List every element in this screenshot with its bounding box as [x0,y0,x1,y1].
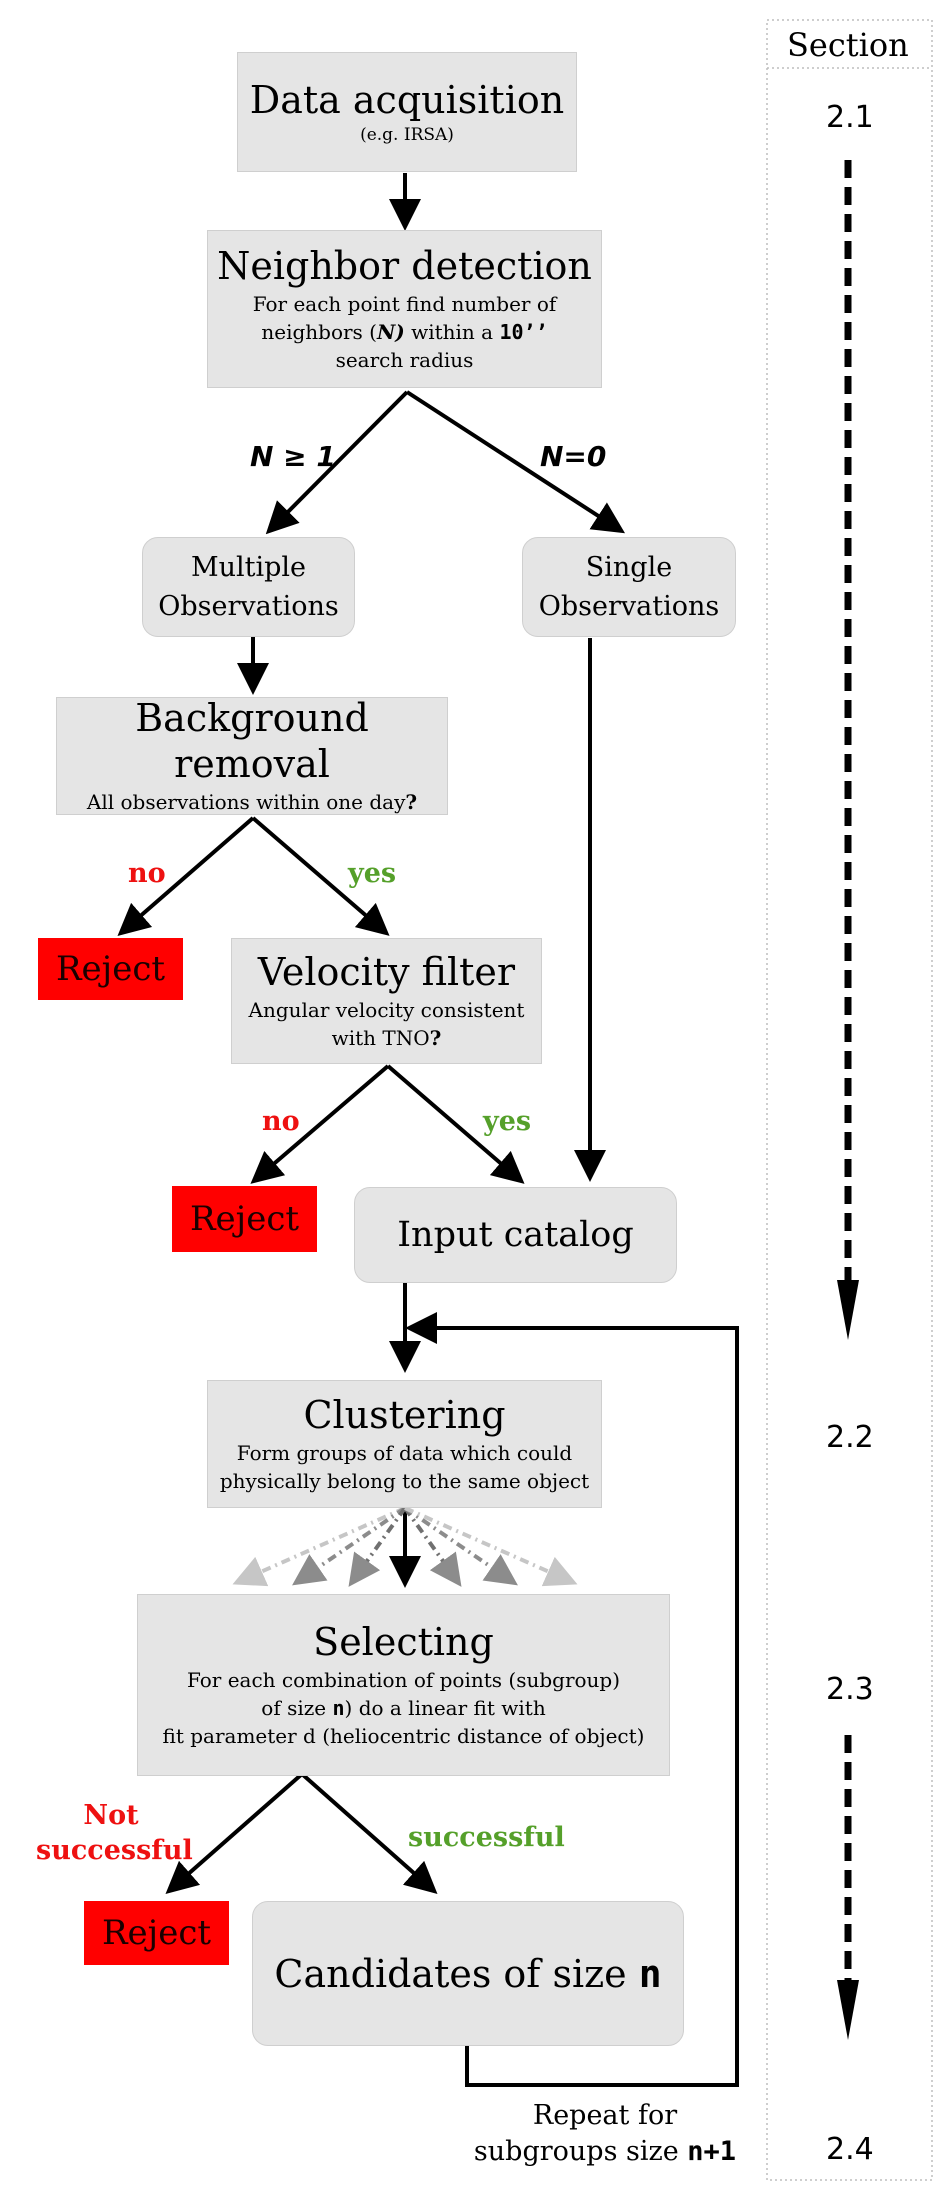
neighbor-detection-box: Neighbor detection For each point find n… [207,230,602,388]
arrow-neighbor-to-single [405,390,626,534]
condition-n-eq-0: N=0 [540,440,607,473]
section-label-2-1: 2.1 [826,100,874,135]
faint-arrow-6 [404,1506,578,1587]
reject-box-2: Reject [172,1186,317,1252]
repeat-size-var: n+1 [687,2136,737,2168]
selecting-title: Selecting [313,1620,494,1665]
background-removal-box: Background removal All observations with… [56,696,448,815]
data-acquisition-box: Data acquisition (e.g. IRSA) [237,52,577,172]
reject-box-3: Reject [84,1901,229,1965]
arrow-selecting-to-candidates [300,1772,438,1894]
reject-box-1: Reject [38,938,183,1000]
clustering-box: Clustering Form groups of data which cou… [207,1380,602,1508]
selecting-line2: of size n) do a linear fit with [261,1695,546,1720]
faint-arrow-4 [403,1506,462,1587]
label-no-velocity: no [262,1106,300,1137]
single-observations-line2: Observations [538,591,720,622]
label-successful: successful [408,1822,565,1853]
neighbor-count-var: N) [376,319,405,344]
section-label-2-3: 2.3 [826,1672,874,1707]
label-no-background: no [128,858,166,889]
repeat-label: Repeat for subgroups size n+1 [455,2098,755,2171]
repeat-loop-line [405,1312,739,2087]
subgroup-size-var: n [332,1695,345,1720]
section-column-frame [766,19,933,2181]
arrow-selecting-to-reject3 [165,1772,304,1894]
velocity-filter-line1: Angular velocity consistent [248,997,525,1022]
background-removal-subtitle: All observations within one day? [86,789,418,814]
background-removal-title: Background removal [135,696,369,786]
candidates-title: Candidates of size n [274,1951,662,1996]
section-header: Section [787,26,909,64]
candidates-size-var: n [638,1951,662,1996]
clustering-line2: physically belong to the same object [219,1468,590,1493]
arrow-background-to-reject1 [117,816,255,936]
input-catalog-title: Input catalog [397,1215,634,1255]
arrow-background-to-velocity [251,816,390,936]
clustering-line1: Form groups of data which could [236,1440,573,1465]
label-yes-velocity: yes [483,1106,532,1137]
section-label-2-2: 2.2 [826,1420,874,1455]
multiple-observations-line2: Observations [158,591,339,622]
arrow-velocity-to-reject2 [250,1064,390,1184]
neighbor-detection-line2: neighbors (N) within a 10’’ [261,319,548,344]
clustering-title: Clustering [303,1393,506,1438]
data-acquisition-subtitle: (e.g. IRSA) [360,124,454,145]
velocity-filter-line2: with TNO? [331,1025,442,1050]
single-observations-line1: Single [585,551,673,583]
search-radius-value: 10’’ [499,319,548,344]
multiple-observations-box: Multiple Observations [142,537,355,637]
neighbor-detection-title: Neighbor detection [217,244,592,289]
faint-arrow-3 [348,1506,407,1587]
neighbor-detection-line3: search radius [335,347,474,372]
selecting-line1: For each combination of points (subgroup… [186,1667,621,1692]
single-observations-box: Single Observations [522,537,736,637]
arrow-velocity-to-input [386,1064,525,1184]
faint-arrow-1 [232,1506,406,1587]
faint-arrow-2 [292,1506,407,1586]
selecting-line3: fit parameter d (heliocentric distance o… [162,1723,645,1748]
selecting-box: Selecting For each combination of points… [137,1594,670,1776]
repeat-label-line2: subgroups size n+1 [473,2136,737,2168]
section-arrow-2-head [837,1980,859,2040]
input-catalog-box: Input catalog [354,1187,677,1283]
label-not-successful: Not successful [36,1800,193,1867]
label-yes-background: yes [348,858,397,889]
condition-n-ge-1: N ≥ 1 [250,440,336,473]
velocity-filter-title: Velocity filter [257,950,516,995]
neighbor-detection-line1: For each point find number of [252,291,557,316]
section-label-2-4: 2.4 [826,2132,874,2167]
velocity-filter-box: Velocity filter Angular velocity consist… [231,938,542,1064]
multiple-observations-line1: Multiple [190,551,307,583]
data-acquisition-title: Data acquisition [249,78,565,123]
candidates-box: Candidates of size n [252,1901,684,2046]
repeat-label-line1: Repeat for [532,2100,678,2131]
section-arrow-1-head [837,1280,859,1340]
arrow-neighbor-to-multiple [265,390,409,535]
faint-arrow-5 [403,1506,518,1586]
